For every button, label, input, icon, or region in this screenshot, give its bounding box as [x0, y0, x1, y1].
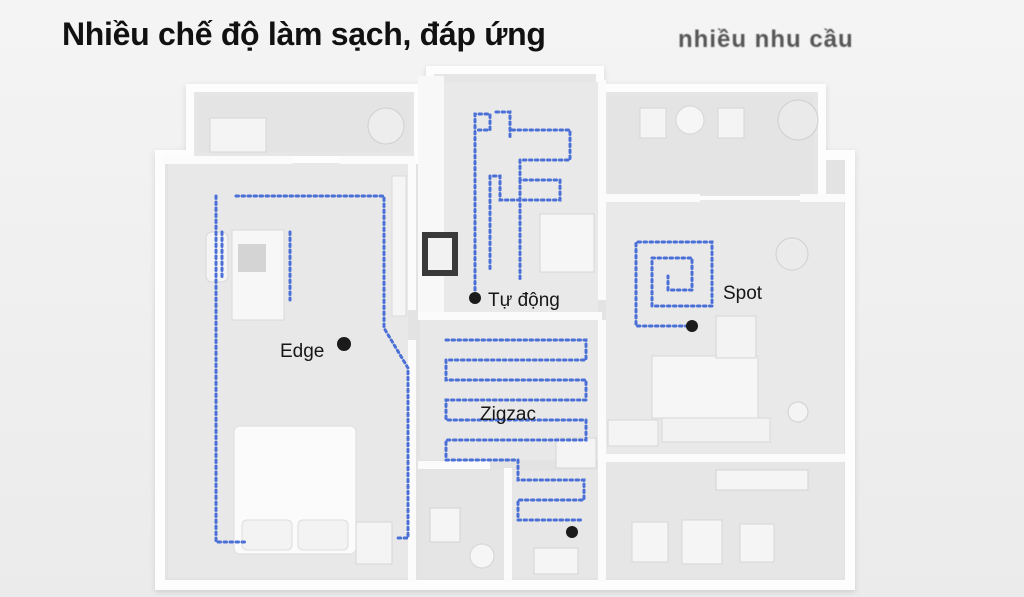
desk	[231, 229, 285, 321]
zigzag-robot-marker	[566, 526, 578, 538]
bathtub	[715, 469, 809, 491]
plant-right	[775, 237, 809, 271]
chair-balcony	[717, 107, 745, 139]
plant-top-right	[777, 99, 819, 141]
wardrobe	[391, 175, 407, 317]
edge-robot-marker	[337, 337, 351, 351]
cabinet	[739, 523, 775, 563]
chair-balcony	[639, 107, 667, 139]
plant-left	[367, 107, 405, 145]
fridge-door	[428, 238, 452, 270]
floor-lamp	[787, 401, 809, 423]
pillow	[297, 519, 349, 551]
auto-robot-marker	[469, 292, 481, 304]
kitchen-table	[539, 213, 595, 273]
headline-tail: nhiều nhu cầu	[678, 26, 854, 53]
stool	[675, 105, 705, 135]
mode-label-zigzag: Zigzac	[480, 404, 536, 425]
interior-walls	[162, 80, 846, 582]
washer	[429, 507, 461, 543]
wall-column	[418, 76, 444, 312]
spot-path	[634, 240, 714, 328]
cleaning-paths	[214, 110, 714, 544]
cabinet	[681, 519, 723, 565]
sofa-cushion	[661, 417, 771, 443]
robot-markers	[337, 292, 698, 538]
cabinet	[631, 521, 669, 563]
headline: Nhiều chế độ làm sạch, đáp ứng	[62, 16, 546, 52]
furniture	[205, 99, 819, 575]
auto-path	[473, 110, 572, 292]
toilet	[469, 543, 495, 569]
sink	[533, 547, 579, 575]
pillow	[241, 519, 293, 551]
edge-path	[214, 194, 410, 544]
mode-label-auto: Tự động	[488, 290, 560, 311]
tv-cabinet	[607, 419, 659, 447]
mode-label-edge: Edge	[280, 341, 325, 362]
hall-shelf	[555, 437, 597, 469]
zigzag-path	[444, 338, 588, 522]
spot-robot-marker	[686, 320, 698, 332]
monitor	[238, 244, 266, 272]
side-table	[715, 315, 757, 359]
shelf	[209, 117, 267, 153]
bedside-unit	[355, 521, 393, 565]
mode-label-spot: Spot	[723, 283, 763, 304]
sofa	[651, 355, 759, 419]
room-hall	[420, 320, 600, 460]
